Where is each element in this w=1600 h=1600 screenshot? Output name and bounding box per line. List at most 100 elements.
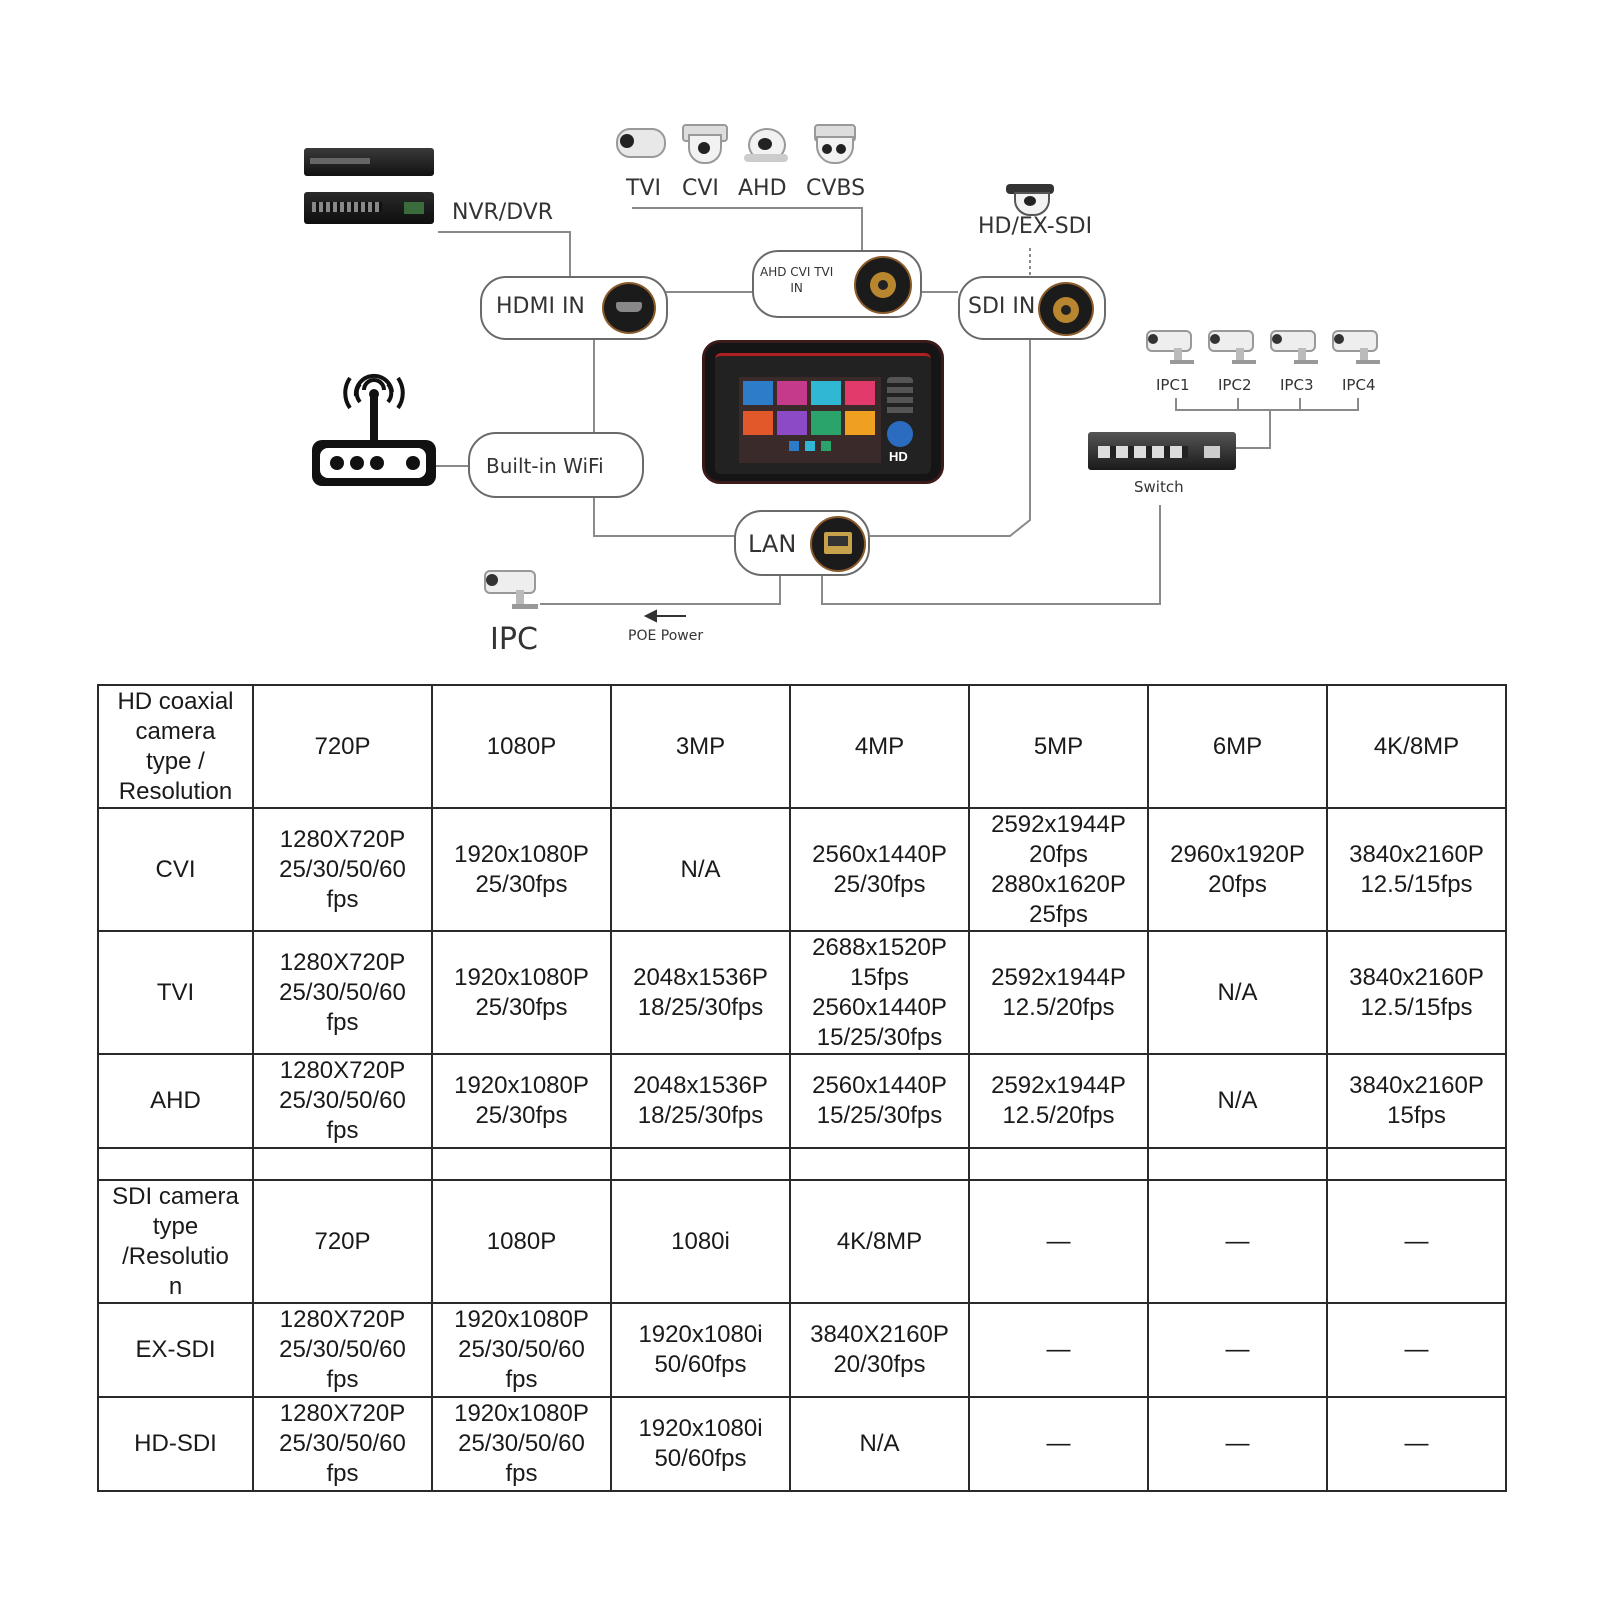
table-cell: N/A	[789, 1396, 970, 1492]
cell-text: —	[1225, 1227, 1250, 1255]
camera-label-cvi: CVI	[682, 176, 719, 201]
camera-label-cvbs: CVBS	[806, 176, 866, 201]
cell-text: 2592x1944P 20fps 2880x1620P 25fps	[991, 810, 1126, 928]
cell-text: 720P	[314, 1227, 371, 1255]
lan-port: LAN	[734, 510, 870, 576]
cell-text: 1280X720P 25/30/50/60 fps	[279, 948, 406, 1036]
table-cell: —	[1326, 1179, 1507, 1304]
dome-camera-icon	[682, 124, 728, 164]
table-cell: 3840x2160P 12.5/15fps	[1326, 930, 1507, 1055]
table-cell: —	[968, 1302, 1149, 1398]
table-row: SDI camera type /Resolutio n 720P 1080P 108…	[97, 1179, 1507, 1304]
cell-text: —	[1046, 1227, 1071, 1255]
cell-text: SDI camera type /Resolutio n	[112, 1182, 239, 1300]
table-cell	[968, 1147, 1149, 1181]
cell-text: 2048x1536P 18/25/30fps	[633, 1072, 768, 1129]
cell-text: AHD	[150, 1087, 201, 1114]
network-switch-icon	[1088, 432, 1236, 472]
cell-text: 2560x1440P 25/30fps	[812, 840, 947, 898]
table-cell: 3840x2160P 12.5/15fps	[1326, 807, 1507, 932]
table-cell: N/A	[610, 807, 791, 932]
lan-label: LAN	[748, 530, 797, 558]
row-header-cell: SDI camera type /Resolutio n	[97, 1179, 254, 1304]
ipc1-label: IPC1	[1156, 376, 1190, 394]
hdmi-connector-icon	[602, 282, 656, 334]
cell-text: —	[1404, 1430, 1429, 1457]
table-cell: 720P	[252, 1179, 433, 1304]
sdi-dome-camera-icon	[1006, 184, 1056, 216]
table-cell: 1920x1080P 25/30fps	[431, 1053, 612, 1149]
cell-text: EX-SDI	[135, 1336, 216, 1363]
table-cell: 1920x1080i 50/60fps	[610, 1302, 791, 1398]
cell-text: —	[1225, 1336, 1250, 1363]
bullet-camera-icon	[616, 124, 666, 160]
cell-text: N/A	[859, 1430, 900, 1457]
sdi-in-label: SDI IN	[968, 294, 1036, 319]
row-header-cell: HD coaxial camera type / Resolution	[97, 684, 254, 809]
table-cell	[252, 1147, 433, 1181]
table-cell: 1280X720P 25/30/50/60 fps	[252, 807, 433, 932]
cell-text: 3840x2160P 12.5/15fps	[1349, 840, 1484, 898]
sdi-camera-label: HD/EX-SDI	[978, 214, 1093, 239]
table-cell: 6MP	[1147, 684, 1328, 809]
table-row: HD-SDI 1280X720P 25/30/50/60 fps 1920x1080…	[97, 1396, 1507, 1492]
cell-text: 1920x1080P 25/30fps	[454, 1072, 589, 1129]
ipc-camera-icon	[1332, 330, 1386, 366]
ipc4-label: IPC4	[1342, 376, 1376, 394]
cell-text: 2592x1944P 12.5/20fps	[991, 963, 1126, 1021]
cell-text: 5MP	[1033, 732, 1084, 760]
cell-text: N/A	[1217, 1087, 1258, 1114]
cell-text: —	[1404, 1227, 1429, 1255]
cell-text: 1280X720P 25/30/50/60 fps	[279, 1306, 406, 1393]
table-cell: 1280X720P 25/30/50/60 fps	[252, 1053, 433, 1149]
row-header-cell: AHD	[97, 1053, 254, 1149]
cell-text: 1920x1080i 50/60fps	[638, 1415, 763, 1472]
cell-text: 1080P	[486, 1227, 557, 1255]
cell-text: N/A	[1217, 978, 1258, 1006]
cell-text: HD coaxial camera type / Resolution	[117, 687, 234, 805]
table-cell: —	[968, 1396, 1149, 1492]
table-cell: N/A	[1147, 1053, 1328, 1149]
table-cell	[431, 1147, 612, 1181]
table-cell: 1080i	[610, 1179, 791, 1304]
table-row: AHD 1280X720P 25/30/50/60 fps 1920x1080P 2…	[97, 1053, 1507, 1149]
ethernet-port-icon	[810, 516, 866, 572]
table-cell: 2960x1920P 20fps	[1147, 807, 1328, 932]
table-cell: 1920x1080i 50/60fps	[610, 1396, 791, 1492]
table-cell: —	[1147, 1396, 1328, 1492]
camera-label-ahd: AHD	[738, 176, 787, 201]
cell-text: HD-SDI	[134, 1430, 217, 1457]
table-cell: 4K/8MP	[789, 1179, 970, 1304]
table-cell: N/A	[1147, 930, 1328, 1055]
ipc-tester-device: HD	[702, 340, 944, 484]
ipc3-label: IPC3	[1280, 376, 1314, 394]
builtin-wifi: Built-in WiFi	[468, 432, 644, 498]
poe-power-label: POE Power	[628, 628, 704, 644]
wifi-router-icon	[312, 364, 436, 494]
device-screen	[739, 377, 881, 463]
cell-text: TVI	[156, 978, 195, 1006]
cell-text: 1280X720P 25/30/50/60 fps	[279, 1400, 406, 1487]
table-cell: 4K/8MP	[1326, 684, 1507, 809]
table-cell: 1280X720P 25/30/50/60 fps	[252, 930, 433, 1055]
ipc-label: IPC	[490, 622, 538, 657]
table-row: HD coaxial camera type / Resolution 720P 1…	[97, 684, 1507, 809]
nvr-dvr-device	[304, 148, 434, 228]
ipc2-label: IPC2	[1218, 376, 1252, 394]
switch-label: Switch	[1134, 478, 1184, 496]
table-cell: —	[1326, 1396, 1507, 1492]
connector-lines	[432, 207, 1359, 623]
dome-camera-icon	[744, 124, 788, 164]
cell-text: 1280X720P 25/30/50/60 fps	[279, 1057, 406, 1144]
cell-text: N/A	[680, 855, 721, 883]
cell-text: CVI	[155, 855, 196, 883]
analog-in-port: AHD CVI TVI IN	[752, 250, 922, 318]
table-cell: 1920x1080P 25/30fps	[431, 807, 612, 932]
table-cell: 1080P	[431, 684, 612, 809]
cell-text: 720P	[314, 732, 371, 760]
hdmi-in-label: HDMI IN	[496, 294, 585, 319]
cell-text: 1920x1080P 25/30/50/60 fps	[454, 1400, 589, 1487]
cell-text: 3MP	[675, 732, 726, 760]
